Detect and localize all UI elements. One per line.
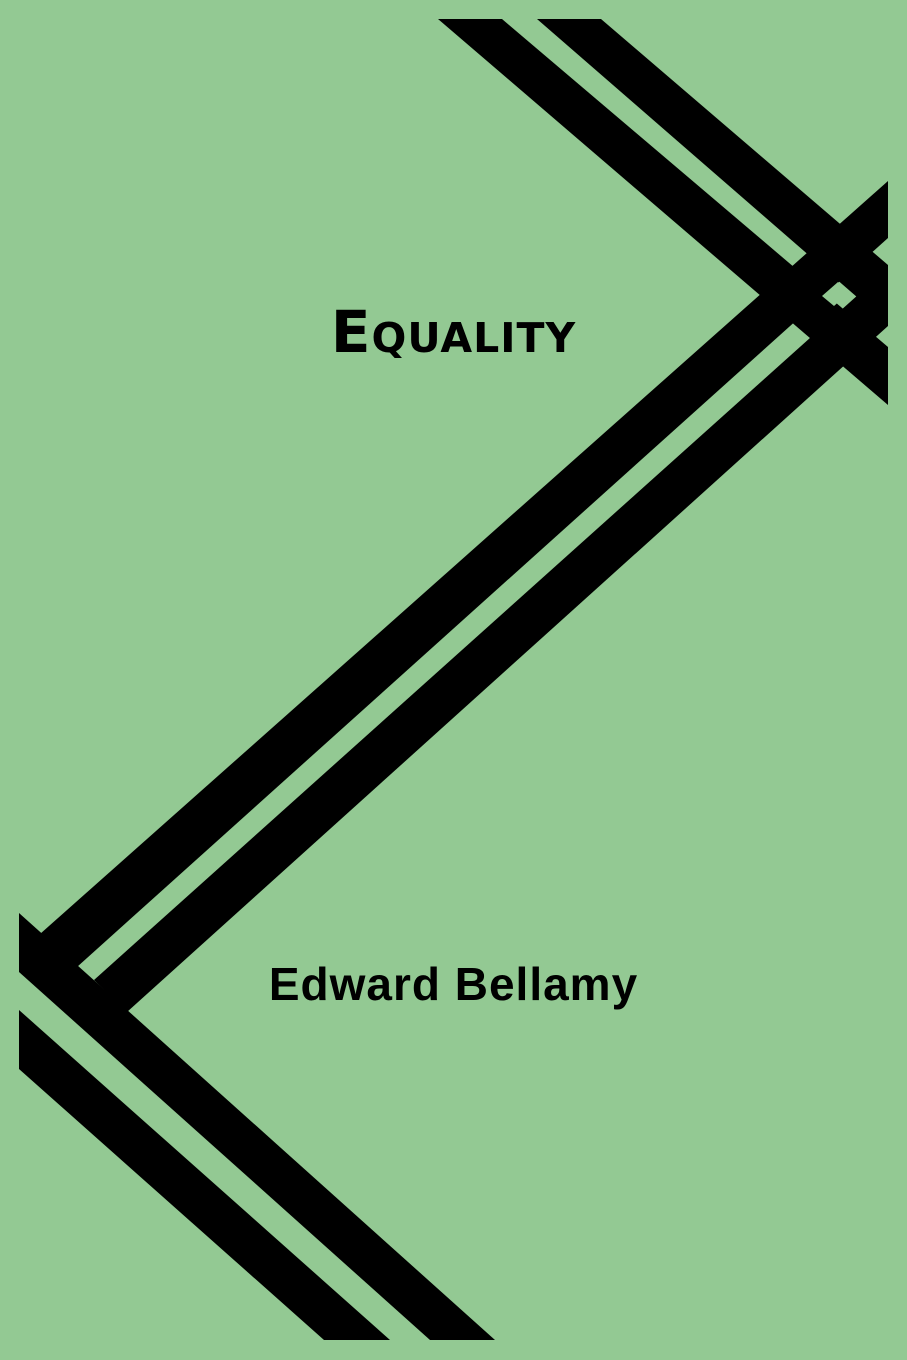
- stripe-top-right-1: [438, 19, 888, 405]
- book-author: Edward Bellamy: [268, 958, 639, 1010]
- stripe-gaps: [26, 282, 850, 1023]
- book-title: Equality: [330, 298, 577, 366]
- stripe-top-right-2: [537, 19, 888, 324]
- stripe-bottom-left-2: [19, 1010, 390, 1340]
- gap-bottom-left: [26, 996, 55, 1023]
- stripe-group: [19, 19, 888, 1340]
- gap-top-right: [822, 282, 850, 306]
- stripe-bottom-left-1: [19, 913, 495, 1340]
- stripe-long-upper: [40, 181, 888, 967]
- stripe-long-lower: [94, 268, 888, 1012]
